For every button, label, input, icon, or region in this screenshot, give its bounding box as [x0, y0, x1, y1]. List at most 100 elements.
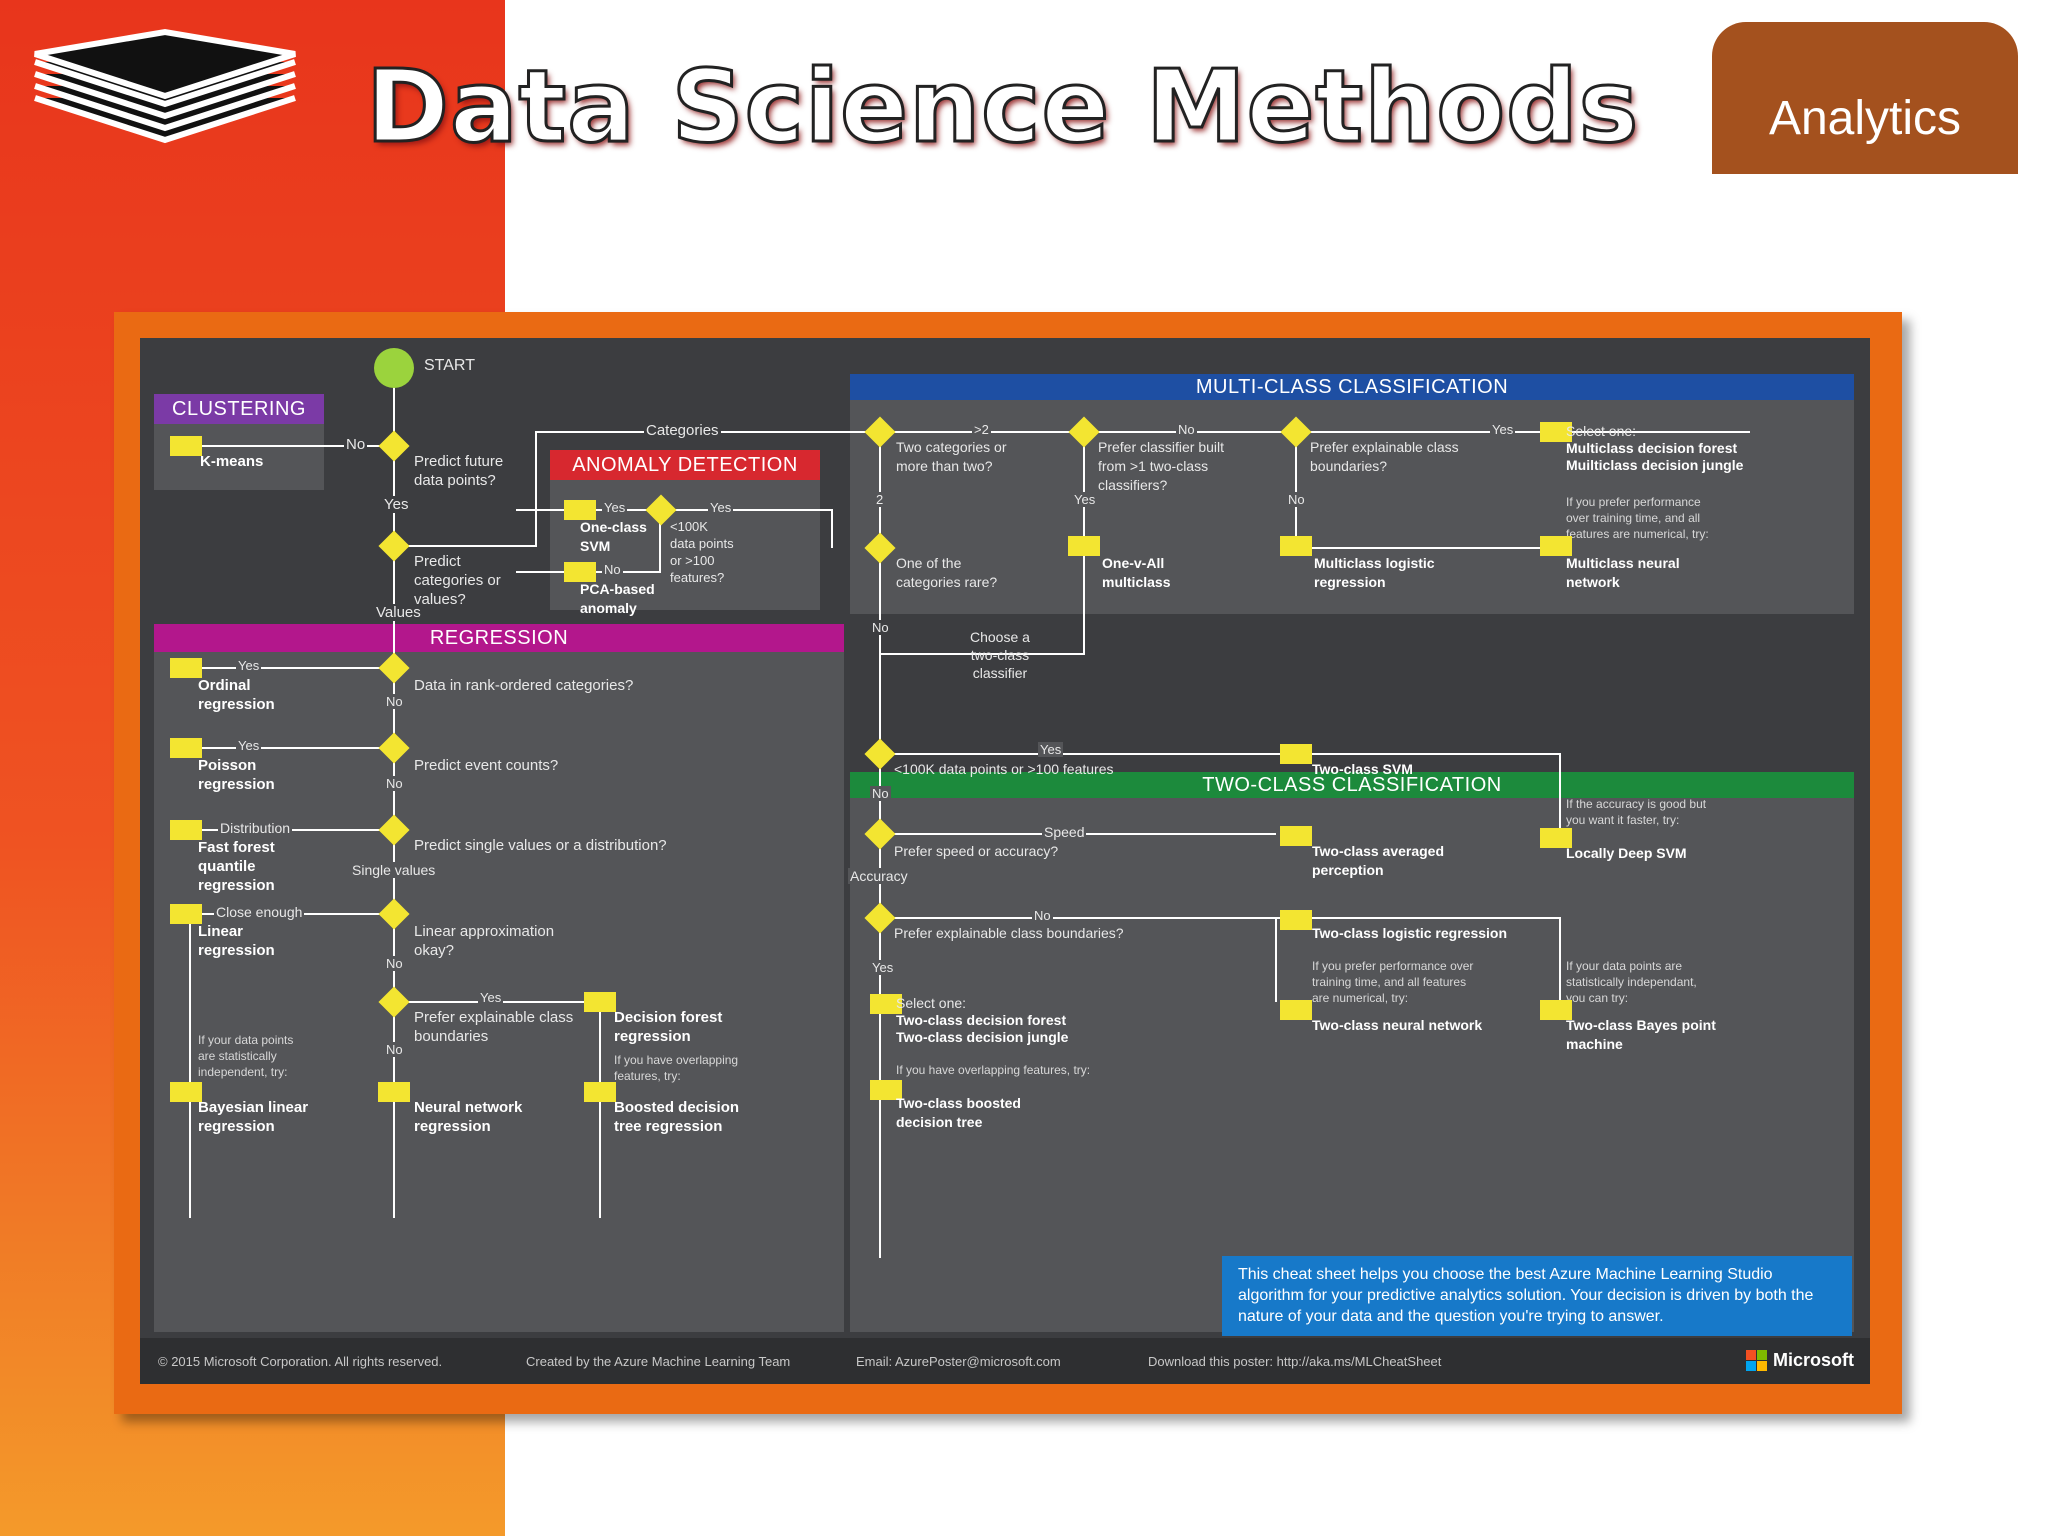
accuracy-faster-note: If the accuracy is good but you want it …	[1566, 797, 1707, 827]
linear-regression-label: Linear regression	[198, 923, 275, 959]
tc-100k-question: <100K data points or >100 features	[894, 761, 1114, 777]
tc-svm-node	[1280, 744, 1312, 764]
fast-forest-node	[170, 820, 202, 840]
edge-no-linear: No	[384, 956, 405, 971]
edge-yes-anomaly-left: Yes	[602, 500, 628, 515]
linear-approx-question: Linear approximation okay?	[414, 923, 555, 959]
boosted-tree-reg-label: Boosted decision tree regression	[614, 1099, 740, 1135]
edge-no-rank: No	[384, 694, 405, 709]
copyright-text: © 2015 Microsoft Corporation. All rights…	[158, 1354, 443, 1369]
edge-no-event: No	[384, 776, 405, 791]
email-text: Email: AzurePoster@microsoft.com	[856, 1354, 1061, 1369]
event-counts-question: Predict event counts?	[414, 757, 559, 774]
kmeans-label: K-means	[200, 453, 264, 470]
tc-perceptron-node	[1280, 826, 1312, 846]
bayesian-linear-label: Bayesian linear regression	[198, 1099, 309, 1135]
edge-yes-poisson: Yes	[236, 738, 262, 753]
edge-single-values: Single values	[350, 862, 438, 878]
regression-header: REGRESSION	[154, 624, 844, 652]
mc-jungle-label: Muilticlass decision jungle	[1566, 457, 1744, 473]
edge-yes-ordinal: Yes	[236, 658, 262, 673]
poisson-regression-node	[170, 738, 202, 758]
edge-no-anomaly: No	[602, 562, 623, 577]
multiclass-header: MULTI-CLASS CLASSIFICATION	[850, 374, 1854, 400]
single-or-distribution-question: Predict single values or a distribution?	[414, 837, 667, 854]
linear-regression-node	[170, 904, 202, 924]
analytics-tag: Analytics	[1712, 22, 2018, 174]
edge-values: Values	[374, 604, 423, 621]
poisson-regression-label: Poisson regression	[198, 757, 275, 793]
edge-no-rare: No	[870, 620, 891, 635]
edge-categories: Categories	[644, 422, 721, 439]
twoclass-header: TWO-CLASS CLASSIFICATION	[850, 772, 1854, 798]
multiclass-panel	[850, 374, 1854, 614]
one-class-svm-node	[564, 500, 596, 520]
rare-category-question: One of the categories rare?	[896, 555, 998, 590]
neural-network-reg-node	[378, 1082, 410, 1102]
predict-categories-question: Predict categories or values?	[414, 553, 501, 608]
mc-logistic-node	[1280, 536, 1312, 556]
microsoft-squares-icon	[1746, 1350, 1767, 1371]
edge-gt2: >2	[972, 422, 991, 437]
edge-close-enough: Close enough	[214, 904, 305, 920]
locally-deep-svm-node	[1540, 828, 1572, 848]
tc-bayes-node	[1540, 1000, 1572, 1020]
one-v-all-label: One-v-All multiclass	[1102, 555, 1171, 590]
ordinal-regression-label: Ordinal regression	[198, 677, 275, 713]
tc-indep-note: If your data points are statistically in…	[1566, 959, 1697, 1005]
mc-forest-node	[1540, 422, 1572, 442]
explainable-mc-question: Prefer explainable class boundaries?	[1310, 439, 1459, 474]
edge-yes-forest-reg: Yes	[478, 990, 504, 1005]
poster-footer: © 2015 Microsoft Corporation. All rights…	[140, 1338, 1870, 1384]
edge-no-mc-logistic: No	[1286, 492, 1307, 507]
poster-frame: CLUSTERING ANOMALY DETECTION REGRESSION …	[114, 312, 1902, 1414]
pca-anomaly-node	[564, 562, 596, 582]
mc-neural-label: Multiclass neural network	[1566, 555, 1680, 590]
reg-overlap-note: If you have overlapping features, try:	[614, 1053, 739, 1083]
tc-boosted-node	[870, 1080, 902, 1100]
predict-future-question: Predict future data points?	[414, 453, 504, 489]
tc-svm-label: Two-class SVM	[1312, 761, 1413, 777]
one-v-all-node	[1068, 536, 1100, 556]
microsoft-logo: Microsoft	[1746, 1350, 1854, 1371]
tc-perceptron-label: Two-class averaged perception	[1312, 843, 1445, 878]
tc-select-label: Select one:	[896, 995, 967, 1011]
tc-forest-label: Two-class decision forest	[896, 1012, 1067, 1028]
twoclass-panel	[850, 772, 1854, 1332]
tc-neural-label: Two-class neural network	[1312, 1017, 1483, 1033]
edge-yes-anomaly-right: Yes	[708, 500, 734, 515]
kmeans-node	[170, 436, 202, 456]
bayesian-linear-node	[170, 1082, 202, 1102]
pca-anomaly-label: PCA-based anomaly	[580, 581, 655, 616]
tc-overlap-note: If you have overlapping features, try:	[896, 1063, 1091, 1077]
explainable-reg-question: Prefer explainable class boundaries	[414, 1009, 574, 1045]
ordinal-regression-node	[170, 658, 202, 678]
mc-perf-note: If you prefer performance over training …	[1566, 495, 1709, 541]
tc-logistic-label: Two-class logistic regression	[1312, 925, 1508, 941]
speed-accuracy-question: Prefer speed or accuracy?	[894, 843, 1059, 859]
edge-yes-one-v-all: Yes	[1072, 492, 1098, 507]
tc-neural-node	[1280, 1000, 1312, 1020]
mc-neural-node	[1540, 536, 1572, 556]
mc-forest-label: Multiclass decision forest	[1566, 440, 1738, 456]
edge-yes-tc-svm: Yes	[1038, 742, 1064, 757]
edge-no-explain-reg: No	[384, 1042, 405, 1057]
edge-no-kmeans: No	[344, 436, 368, 453]
tc-forest-node	[870, 994, 902, 1014]
decision-forest-reg-node	[584, 992, 616, 1012]
edge-distribution: Distribution	[218, 820, 293, 836]
edge-accuracy: Accuracy	[848, 868, 910, 884]
microsoft-wordmark: Microsoft	[1773, 1350, 1854, 1370]
tc-jungle-label: Two-class decision jungle	[896, 1029, 1069, 1045]
anomaly-question: <100K data points or >100 features?	[670, 518, 734, 586]
edge-yes-mc-forest: Yes	[1490, 422, 1516, 437]
download-text: Download this poster: http://aka.ms/MLCh…	[1148, 1354, 1442, 1369]
decision-forest-reg-label: Decision forest regression	[614, 1009, 723, 1045]
tc-logistic-node	[1280, 910, 1312, 930]
two-or-more-question: Two categories or more than two?	[896, 439, 1007, 474]
edge-no-built-from: No	[1176, 422, 1197, 437]
reg-indep-note: If your data points are statistically in…	[198, 1033, 294, 1079]
edge-no-tc-logistic: No	[1032, 908, 1053, 923]
built-from-question: Prefer classifier built from >1 two-clas…	[1098, 439, 1225, 493]
one-class-svm-label: One-class SVM	[580, 519, 647, 554]
